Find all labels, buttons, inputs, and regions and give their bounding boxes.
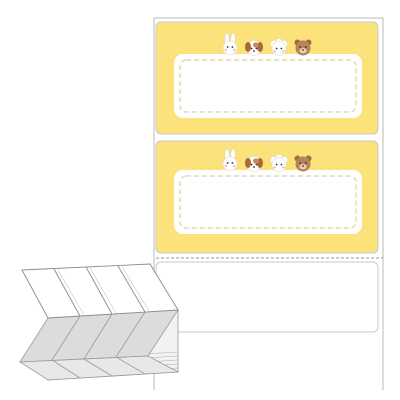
bear-icon [294,155,312,172]
fanfold-stack [18,263,180,381]
rabbit-icon [222,148,238,172]
sheep-icon [270,154,288,172]
name-frame-2 [174,170,362,234]
name-frame-1 [174,54,362,118]
rabbit-icon [222,32,238,56]
sheep-icon [270,38,288,56]
blank-label [155,261,379,333]
printed-label-1 [155,21,379,135]
bear-icon [294,39,312,56]
puppy-icon [245,40,263,56]
printed-label-2 [155,140,379,254]
puppy-icon [245,156,263,172]
